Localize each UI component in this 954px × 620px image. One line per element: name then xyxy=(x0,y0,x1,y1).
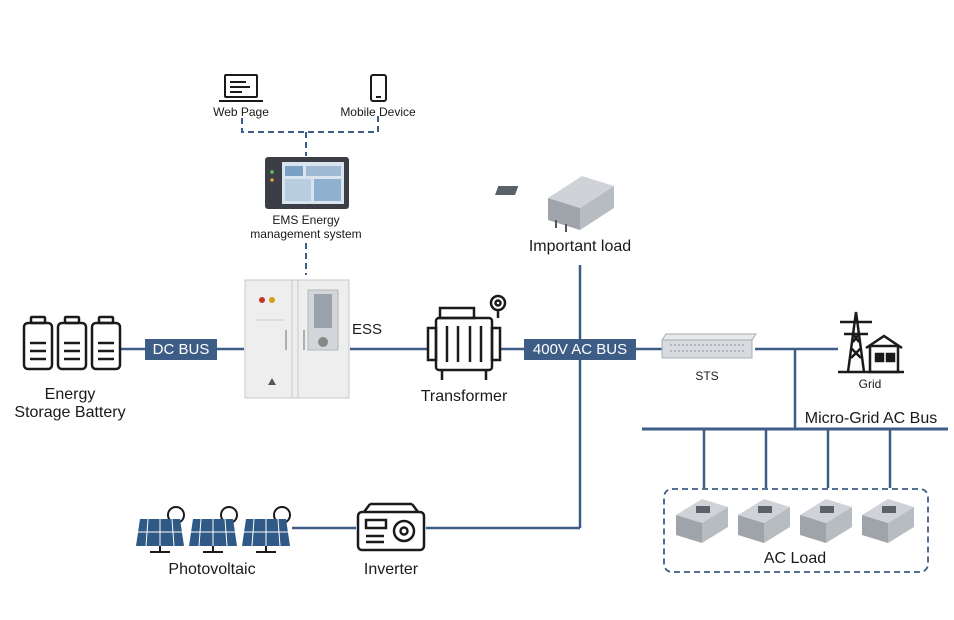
web-page-label: Web Page xyxy=(213,105,269,119)
laptop-icon xyxy=(219,74,263,102)
battery-cell-1 xyxy=(22,315,54,371)
battery-label-line1: Energy xyxy=(44,386,96,403)
ac-bus-label: 400V AC BUS xyxy=(524,339,636,360)
grid-label: Grid xyxy=(858,377,882,391)
ac-load-device-icon-1 xyxy=(676,499,728,543)
ems-monitor-icon xyxy=(265,157,349,209)
ems-dashed-links xyxy=(241,116,379,275)
battery-label-line2: Storage Battery xyxy=(14,404,126,421)
ac-load-device-icon-3 xyxy=(800,499,852,543)
ac-load-label: AC Load xyxy=(763,550,827,567)
ac-load-device-icon-2 xyxy=(738,499,790,543)
pv-panel-icon-2 xyxy=(189,506,238,553)
sts-device-icon xyxy=(661,333,757,359)
sts-label: STS xyxy=(695,369,719,383)
ac-load-devices xyxy=(676,499,914,543)
important-load-label: Important load xyxy=(528,238,632,255)
ess-cabinet-icon xyxy=(244,279,350,399)
ems-label-line1: EMS Energy xyxy=(272,213,340,227)
ac-load-group-frame xyxy=(663,488,929,573)
micro-grid-bus-label: Micro-Grid AC Bus xyxy=(804,410,938,427)
transformer-label: Transformer xyxy=(420,388,508,405)
ac-load-device-icon-4 xyxy=(862,499,914,543)
mobile-device-label: Mobile Device xyxy=(340,105,416,119)
ess-label: ESS xyxy=(352,321,383,338)
inverter-icon xyxy=(356,502,426,552)
dc-bus-label: DC BUS xyxy=(145,339,217,360)
connector-lines xyxy=(120,116,948,530)
building-icon xyxy=(865,334,903,374)
mobile-phone-icon xyxy=(370,74,387,102)
photovoltaic-label: Photovoltaic xyxy=(168,561,256,578)
battery-cell-2 xyxy=(56,315,88,371)
ems-label-line2: management system xyxy=(250,227,362,241)
transformer-icon xyxy=(426,294,507,380)
pv-panel-icon-1 xyxy=(136,506,185,553)
pv-panel-icon-3 xyxy=(242,506,291,553)
important-load-device-icon xyxy=(495,176,614,232)
inverter-label: Inverter xyxy=(363,561,419,578)
battery-cell-3 xyxy=(90,315,122,371)
battery-icon xyxy=(22,315,122,371)
